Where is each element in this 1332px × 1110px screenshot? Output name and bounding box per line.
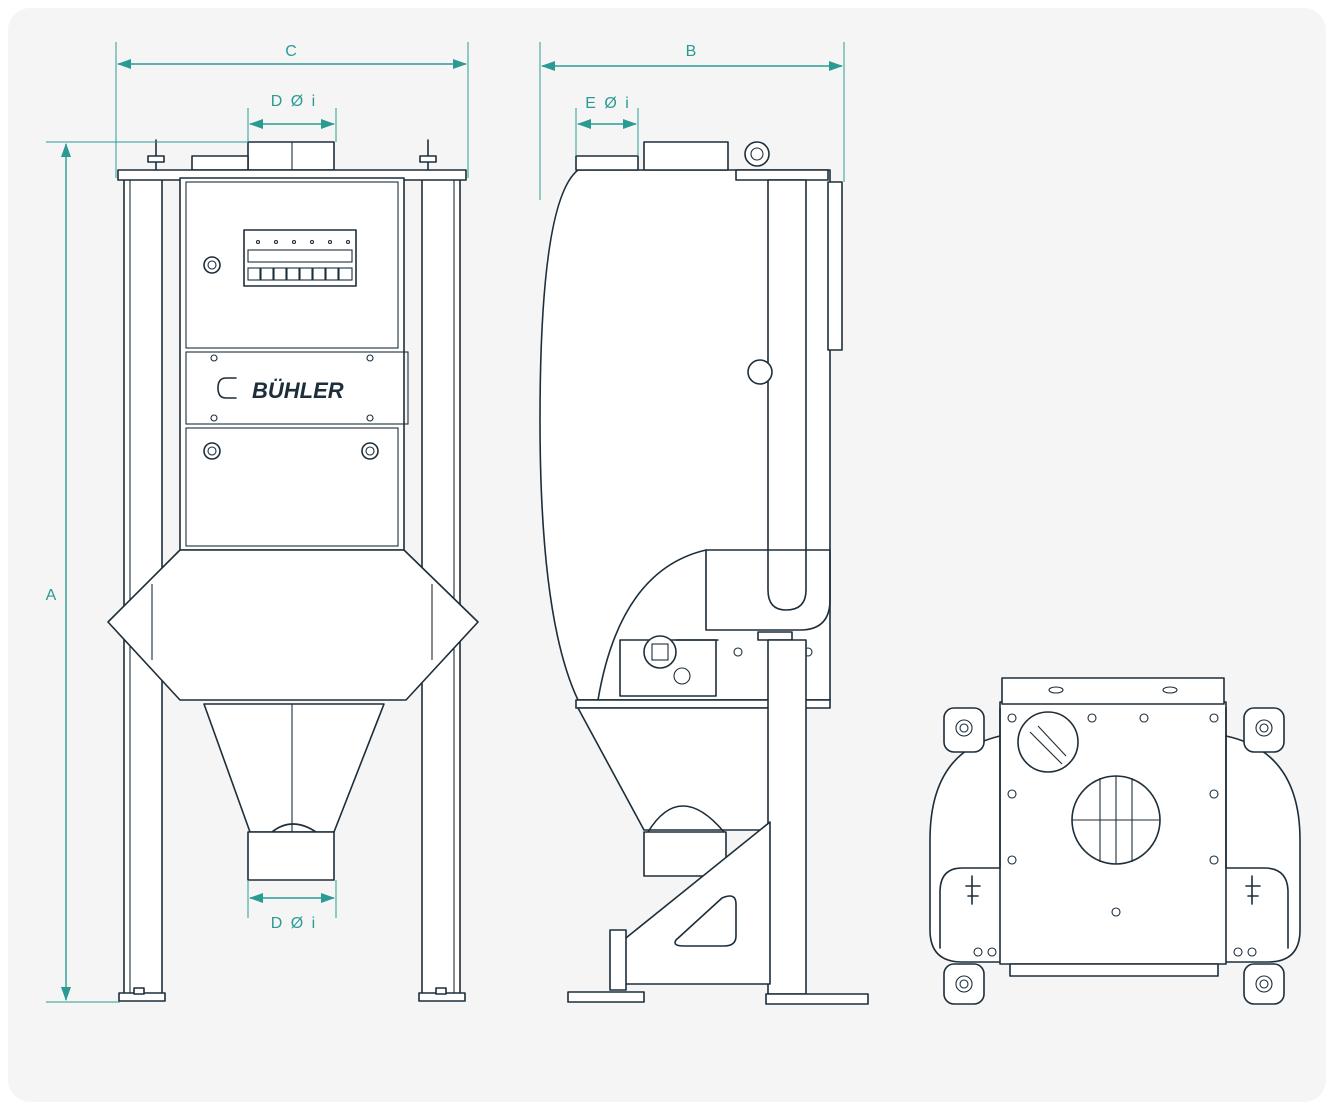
side-inlet [575,155,639,171]
top-view [929,677,1301,1005]
dimension-a-label: A [46,587,59,604]
dimension-lines [46,42,845,1003]
front-outlet [247,831,335,881]
dimension-e-label: E Ø i [585,95,631,112]
front-hopper [107,549,479,701]
side-front-foot [567,991,645,1003]
dimension-c-label: C [285,43,299,60]
side-panel-lid [827,181,843,351]
side-lifting-eye [744,141,770,167]
top-bolts [973,713,1257,957]
front-view: BÜHLER [107,139,479,1002]
side-cone [577,707,771,831]
side-motor-flange [643,635,677,669]
top-left-clamp [965,875,981,905]
front-cone [203,703,385,833]
front-lifting-bolts [147,139,437,171]
control-panel-keys [247,267,353,281]
brand-logo: BÜHLER [252,378,344,403]
dimension-labels: C D Ø i A D Ø i B E Ø i [46,43,699,932]
side-body [539,169,831,701]
lower-panel [185,427,399,547]
side-support-leg [767,639,807,995]
dimension-d-top-label: D Ø i [271,93,317,110]
side-conveyor-pipe [767,179,807,611]
dimension-b-label: B [686,43,699,60]
top-right-clamp [1245,875,1261,905]
top-inlet-circle [1017,711,1079,773]
side-rear-foot [765,993,869,1005]
dimension-d-bottom-label: D Ø i [271,915,317,932]
front-inlet [247,141,335,171]
control-panel-leds [255,239,351,245]
side-view [539,141,869,1005]
logo-panel [185,351,409,425]
logo-swoosh-icon [217,377,237,399]
front-key-lock [203,256,221,274]
control-display [247,249,353,263]
